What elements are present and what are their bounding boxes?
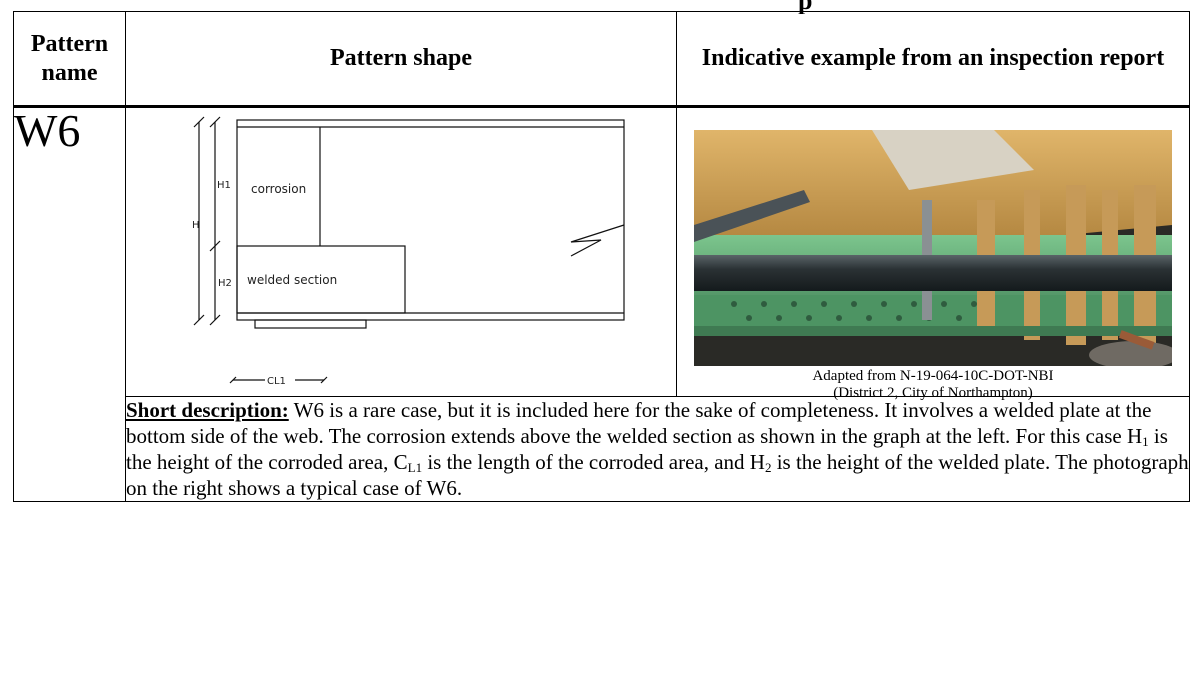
pattern-name: W6: [13, 106, 126, 502]
header-row: Pattern name Pattern shape Indicative ex…: [13, 11, 1190, 108]
concrete-slab: [872, 130, 1034, 190]
example-photo-cell: Adapted from N-19-064-10C-DOT-NBI (Distr…: [676, 106, 1190, 401]
header-pattern-name: Pattern name: [13, 11, 126, 108]
cl1-subscript: L1: [407, 460, 423, 475]
cut-off-heading-text: p: [798, 0, 812, 14]
caption-line-2: (District 2, City of Northampton): [833, 385, 1033, 401]
short-description-label: Short description:: [126, 398, 289, 422]
corrosion-label: corrosion: [251, 182, 306, 196]
dim-h1-tick-mid: [209, 240, 221, 252]
break-symbol: [570, 224, 625, 257]
cl1-label: CL1: [267, 376, 286, 387]
description-part-1: W6 is a rare case, but it is included he…: [126, 398, 1152, 448]
bottom-flange: [694, 326, 1172, 336]
h2-subscript: 2: [764, 460, 772, 475]
web-outline: [236, 119, 625, 321]
photo-caption: Adapted from N-19-064-10C-DOT-NBI (Distr…: [677, 368, 1189, 402]
steel-angle: [694, 190, 810, 242]
welded-plate: [254, 319, 367, 329]
h1-subscript: 1: [1142, 434, 1149, 449]
description-part-4: is the height of the welded plate. The p…: [126, 450, 1189, 500]
description-part-3: is the length of the corroded area, and …: [422, 450, 765, 474]
caption-line-1: Adapted from N-19-064-10C-DOT-NBI: [812, 368, 1054, 384]
cut-off-heading: p: [0, 0, 1199, 14]
inspection-photo: [694, 130, 1172, 366]
dim-cl1-tick-left: [229, 376, 237, 384]
description-part-2: is the height of the corroded area, C: [126, 424, 1168, 474]
pattern-shape-diagram: corrosion welded section H H1 H2 CL1: [192, 116, 625, 387]
cl1-label-bg: [265, 374, 295, 386]
pattern-row: W6: [13, 106, 1190, 502]
description-row: Short description: W6 is a rare case, bu…: [14, 396, 1190, 502]
header-example: Indicative example from an inspection re…: [676, 11, 1190, 108]
dim-h2-tick-bottom: [209, 314, 221, 326]
h-label: H: [192, 220, 200, 231]
welded-section-label: welded section: [247, 273, 337, 287]
pattern-shape-cell: corrosion welded section H H1 H2 CL1: [125, 106, 677, 397]
rivet-band: [694, 295, 1172, 327]
dim-h1-tick-top: [209, 116, 221, 128]
pipe: [694, 255, 1172, 291]
patterns-table: Pattern name Pattern shape Indicative ex…: [13, 11, 1190, 502]
welded-section-box: [236, 245, 406, 314]
dim-h-tick-bottom: [193, 314, 205, 326]
h1-label: H1: [217, 180, 231, 191]
header-pattern-shape: Pattern shape: [125, 11, 677, 108]
dim-h-tick-top: [193, 116, 205, 128]
short-description: Short description: W6 is a rare case, bu…: [125, 396, 1190, 502]
dim-cl1-tick-right: [320, 376, 328, 384]
h2-label: H2: [218, 278, 232, 289]
